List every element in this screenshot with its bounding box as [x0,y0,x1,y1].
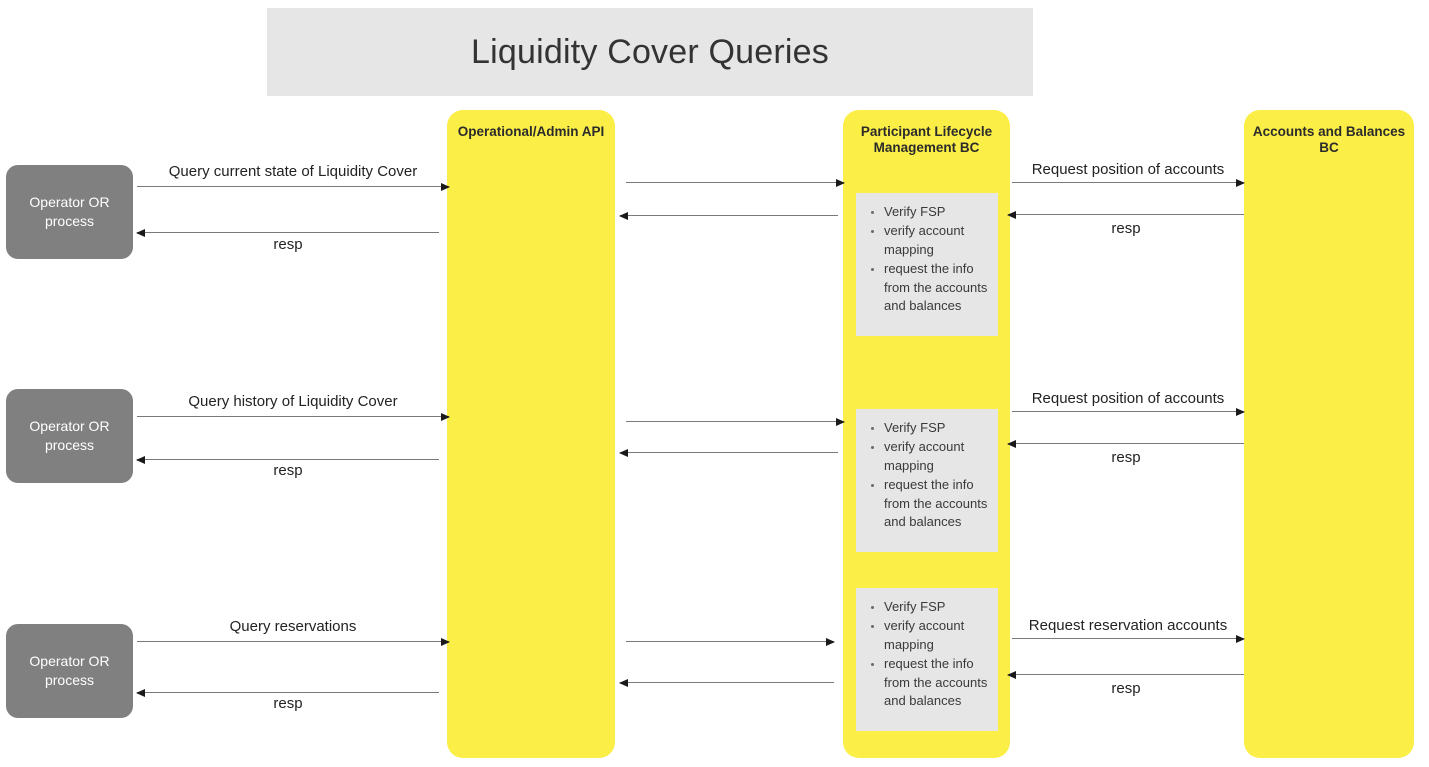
title-banner: Liquidity Cover Queries [267,8,1033,96]
lane-label-plm: Participant Lifecycle Management BC [860,124,993,156]
arrow-g2-middle-response [619,448,838,457]
arrow-g3-right-response [1007,670,1244,679]
arrow-g3-left-response [136,688,439,697]
arrow-g2-right-request [1012,407,1245,416]
label-g1-right-request: Request position of accounts [1031,161,1225,178]
arrow-g2-right-response [1007,439,1244,448]
activity-list-1: Verify FSP verify account mapping reques… [856,193,998,327]
activity-item: verify account mapping [871,617,990,654]
page-title: Liquidity Cover Queries [471,32,829,71]
activity-item: Verify FSP [871,203,990,221]
label-g1-left-response: resp [273,236,303,253]
actor-label-2: Operator OR process [29,418,110,453]
label-g2-right-request: Request position of accounts [1031,390,1225,407]
activity-item: request the info from the accounts and b… [871,476,990,531]
activity-item: Verify FSP [871,419,990,437]
activity-item: verify account mapping [871,438,990,475]
arrow-g3-right-request [1012,634,1245,643]
label-g2-right-response: resp [1111,449,1141,466]
label-g2-left-request: Query history of Liquidity Cover [188,393,398,410]
actor-operator-or-process-1: Operator OR process [6,165,133,259]
activity-box-3: Verify FSP verify account mapping reques… [856,588,998,731]
activity-box-2: Verify FSP verify account mapping reques… [856,409,998,552]
actor-label-1: Operator OR process [29,194,110,229]
label-g2-left-response: resp [273,462,303,479]
arrow-g3-left-request [137,637,450,646]
activity-box-1: Verify FSP verify account mapping reques… [856,193,998,336]
lane-accounts-and-balances-bc: Accounts and Balances BC [1244,110,1414,758]
actor-label-3: Operator OR process [29,653,110,688]
actor-operator-or-process-2: Operator OR process [6,389,133,483]
lane-label-api: Operational/Admin API [457,124,605,139]
label-g3-left-response: resp [273,695,303,712]
label-g1-right-response: resp [1111,220,1141,237]
activity-item: request the info from the accounts and b… [871,655,990,710]
arrow-g2-left-response [136,455,439,464]
arrow-g1-right-response [1007,210,1244,219]
arrow-g2-middle-request [626,417,845,426]
arrow-g2-left-request [137,412,450,421]
arrow-g3-middle-response [619,678,834,687]
actor-operator-or-process-3: Operator OR process [6,624,133,718]
arrow-g1-left-response [136,228,439,237]
arrow-g3-middle-request [626,637,835,646]
activity-item: Verify FSP [871,598,990,616]
activity-item: request the info from the accounts and b… [871,260,990,315]
label-g1-left-request: Query current state of Liquidity Cover [168,163,418,180]
arrow-g1-middle-response [619,211,838,220]
arrow-g1-middle-request [626,178,845,187]
activity-list-3: Verify FSP verify account mapping reques… [856,588,998,722]
lane-operational-admin-api: Operational/Admin API [447,110,615,758]
label-g3-left-request: Query reservations [229,618,357,635]
lane-label-accounts: Accounts and Balances BC [1252,124,1406,156]
arrow-g1-left-request [137,182,450,191]
label-g3-right-request: Request reservation accounts [1028,617,1228,634]
activity-list-2: Verify FSP verify account mapping reques… [856,409,998,543]
label-g3-right-response: resp [1111,680,1141,697]
arrow-g1-right-request [1012,178,1245,187]
activity-item: verify account mapping [871,222,990,259]
